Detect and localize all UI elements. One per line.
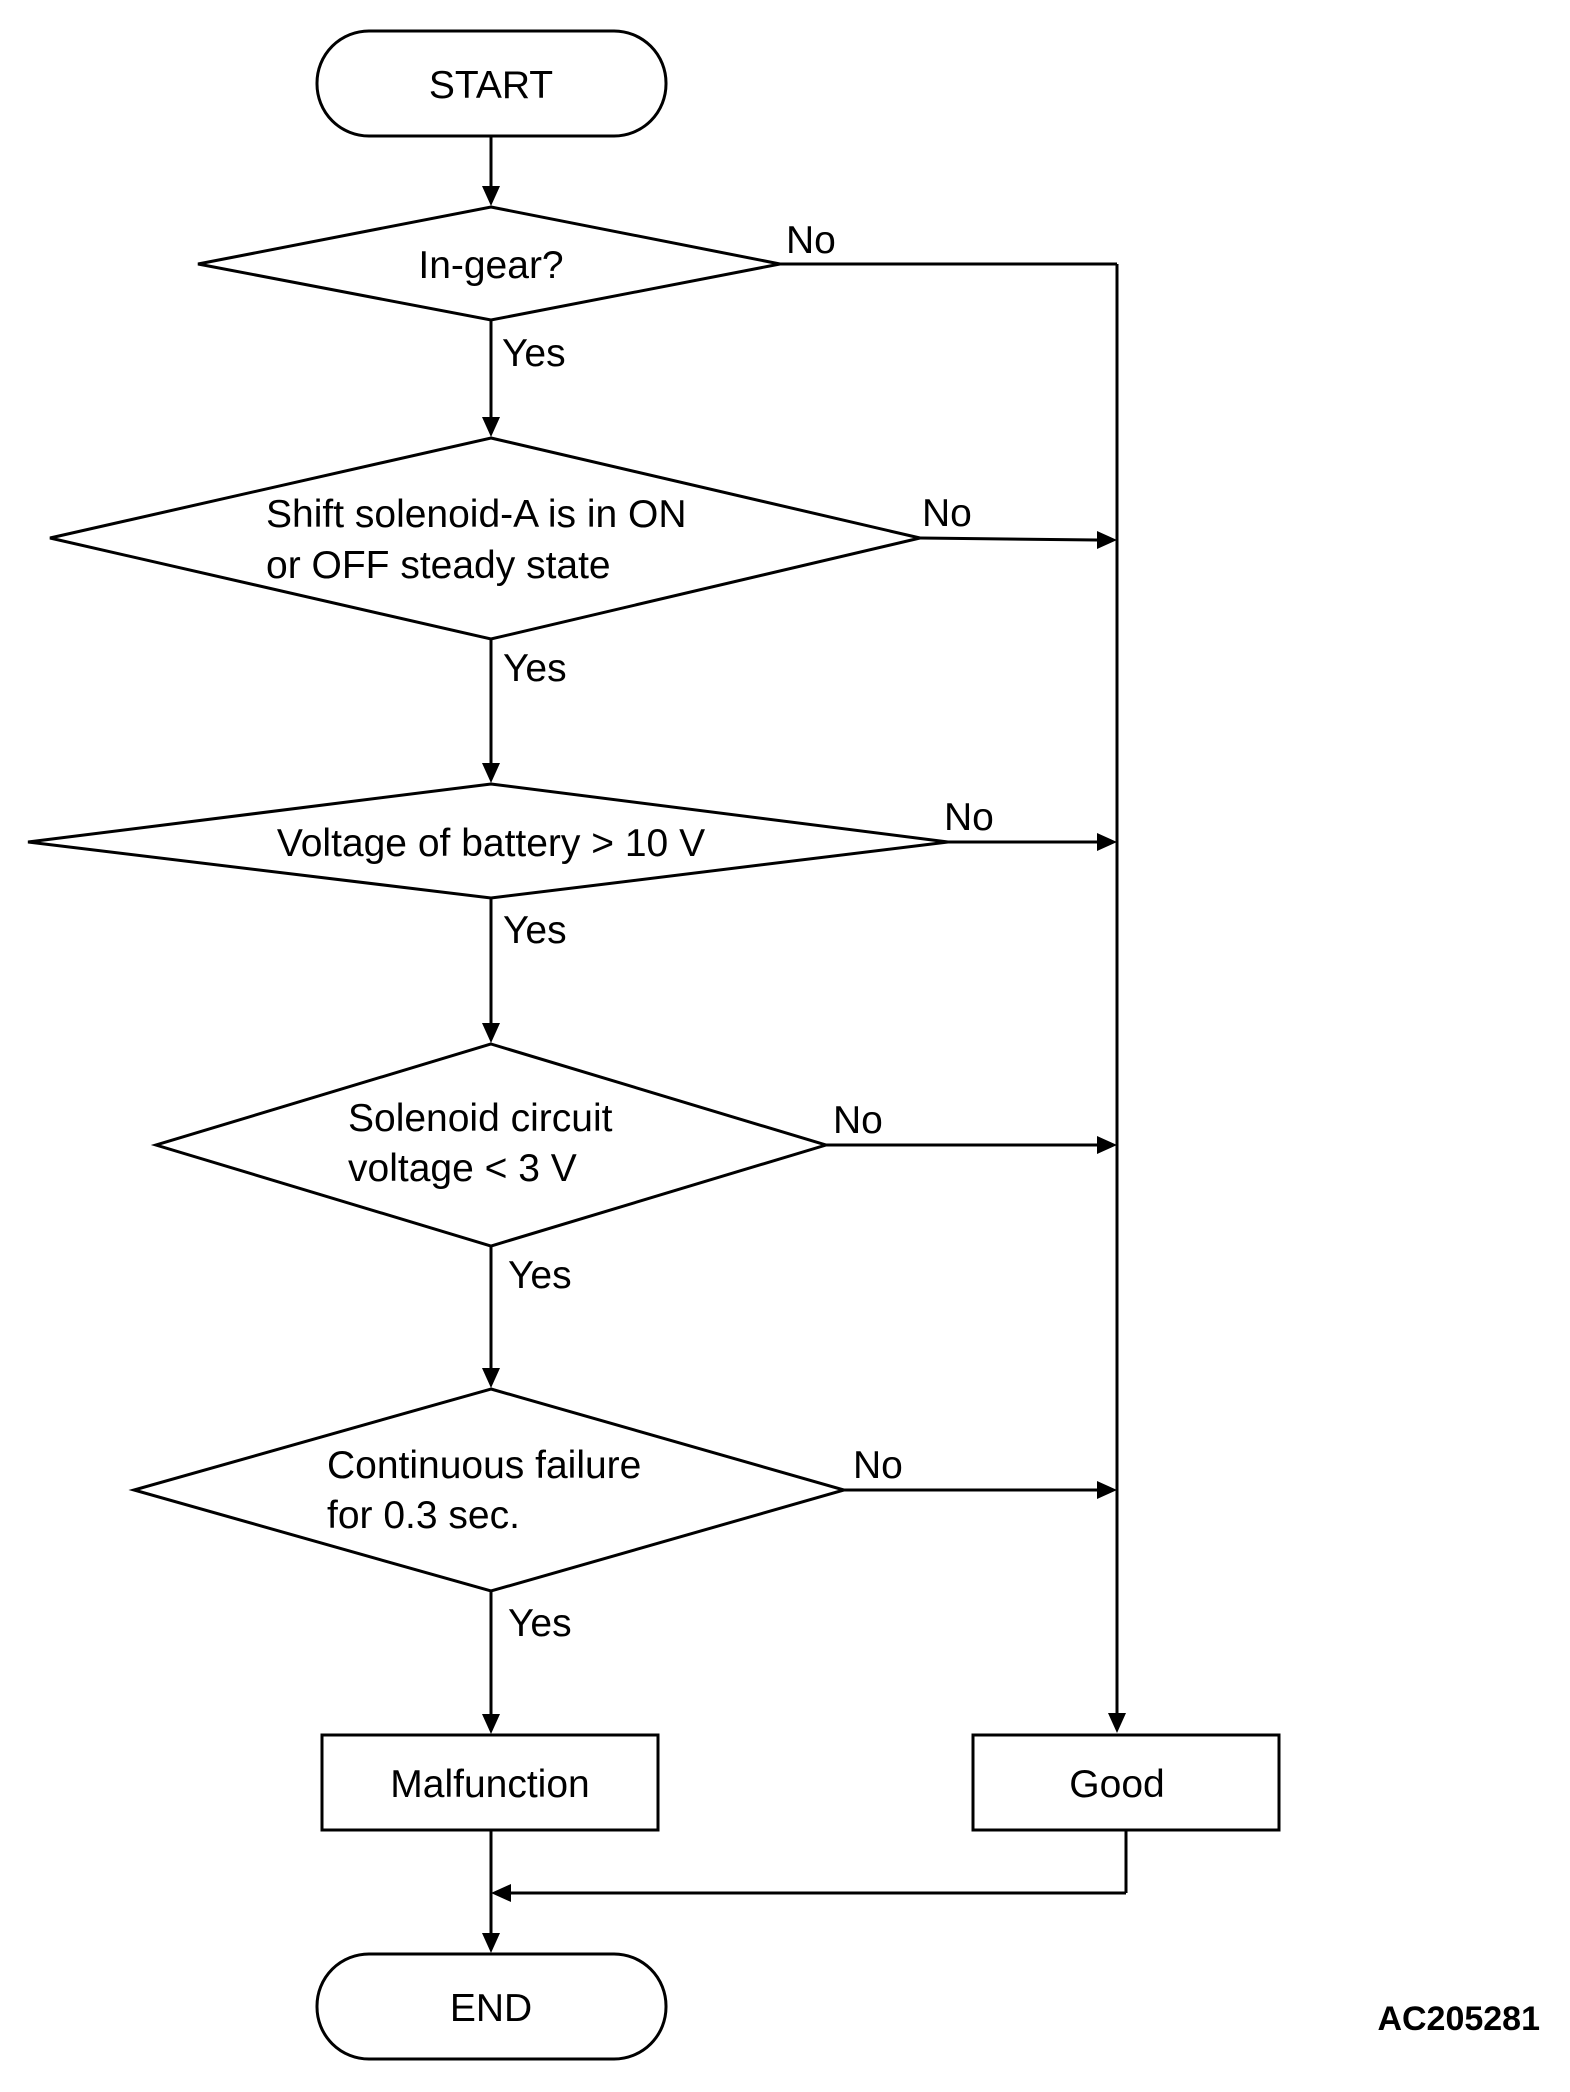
decision-label: Solenoid circuit xyxy=(348,1097,613,1140)
arrowhead xyxy=(482,1714,500,1734)
malfunction-label: Malfunction xyxy=(390,1763,589,1806)
arrowhead xyxy=(1097,833,1117,851)
arrowhead xyxy=(482,1023,500,1043)
good-label: Good xyxy=(1069,1763,1164,1806)
good-node: Good xyxy=(971,1733,1281,1832)
arrowhead xyxy=(1097,1481,1117,1499)
arrowhead xyxy=(491,1884,511,1902)
yes-label: Yes xyxy=(503,647,567,690)
decision-label: Voltage of battery > 10 V xyxy=(277,822,705,865)
malfunction-node: Malfunction xyxy=(320,1733,660,1832)
decision-label: or OFF steady state xyxy=(266,544,611,587)
decision-battery-voltage: Voltage of battery > 10 V xyxy=(27,782,949,900)
decision-in-gear: In-gear? xyxy=(197,205,781,322)
yes-label: Yes xyxy=(503,909,567,952)
no-label: No xyxy=(944,796,994,839)
yes-label: Yes xyxy=(508,1602,572,1645)
yes-label: Yes xyxy=(508,1254,572,1297)
arrowhead xyxy=(482,1933,500,1953)
decision-label: for 0.3 sec. xyxy=(327,1494,520,1537)
end-label: END xyxy=(450,1987,532,2030)
arrowhead xyxy=(482,1368,500,1388)
yes-label: Yes xyxy=(502,332,566,375)
decision-solenoid-circuit-voltage: Solenoid circuit voltage < 3 V xyxy=(150,1042,832,1248)
arrowhead xyxy=(482,186,500,206)
no-label: No xyxy=(853,1444,903,1487)
decision-shift-solenoid-a-steady-state: Shift solenoid-A is in ON or OFF steady … xyxy=(49,436,921,641)
no-connector xyxy=(919,536,1098,542)
no-label: No xyxy=(833,1099,883,1142)
figure-id: AC205281 xyxy=(1377,2000,1540,2038)
decision-label: Continuous failure xyxy=(327,1444,641,1487)
decision-label: Shift solenoid-A is in ON xyxy=(266,493,687,536)
end-node: END xyxy=(315,1952,668,2061)
arrowhead xyxy=(482,763,500,783)
arrowhead xyxy=(1097,531,1117,549)
start-node: START xyxy=(315,29,668,138)
no-label: No xyxy=(922,492,972,535)
arrowhead xyxy=(1097,1136,1117,1154)
decision-continuous-failure: Continuous failure for 0.3 sec. xyxy=(128,1387,850,1593)
decision-label: voltage < 3 V xyxy=(348,1147,577,1190)
start-label: START xyxy=(429,64,553,107)
decision-label: In-gear? xyxy=(418,244,563,287)
arrowhead xyxy=(1108,1713,1126,1733)
no-label: No xyxy=(786,219,836,262)
arrowhead xyxy=(482,417,500,437)
